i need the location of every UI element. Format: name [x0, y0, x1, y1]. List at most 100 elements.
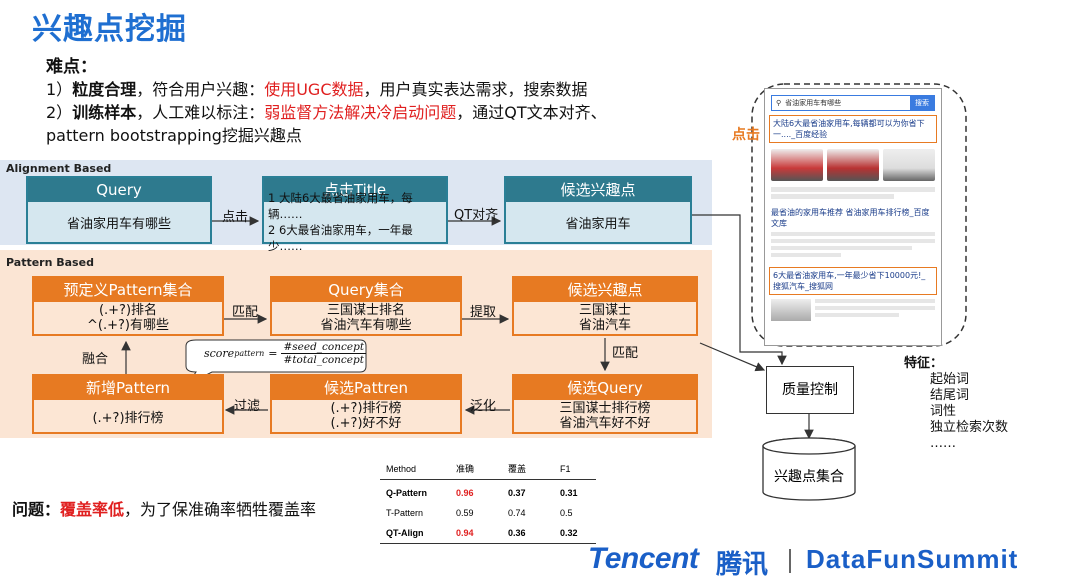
- query-set-header: Query集合: [272, 278, 460, 302]
- line1-bold: 粒度合理: [72, 80, 137, 99]
- line2-num: 2）: [46, 103, 73, 122]
- feature-item: 独立检索次数: [930, 420, 1009, 435]
- line1-red: 使用UGC数据: [264, 80, 364, 99]
- pattern-candidate-item: 三国谋士: [578, 303, 631, 318]
- alignment-label: Alignment Based: [6, 162, 112, 175]
- datafun-summit-logo: DataFunSummit: [806, 544, 1019, 574]
- table-cell: 0.74: [508, 508, 526, 518]
- query-set-item: 省油汽车有哪些: [320, 318, 412, 333]
- candidate-query-body: 三国谋士排行榜 省油汽车好不好: [514, 400, 696, 432]
- table-header: F1: [554, 458, 596, 480]
- candidate-query-item: 三国谋士排行榜: [559, 401, 651, 416]
- predefined-pattern-header: 预定义Pattern集合: [34, 278, 222, 302]
- problem-red: 覆盖率低: [60, 500, 125, 519]
- match-label: 匹配: [232, 305, 259, 320]
- candidate-query-item: 省油汽车好不好: [559, 416, 651, 431]
- pattern-candidate-box: 候选兴趣点 三国谋士 省油汽车: [512, 276, 698, 336]
- line1-plain: ，符合用户兴趣：: [136, 80, 265, 99]
- problem-rest: ，为了保准确率牺牲覆盖率: [124, 500, 317, 519]
- table-header-row: Method 准确 覆盖 F1: [380, 458, 596, 480]
- table-cell: 0.37: [508, 488, 526, 498]
- pattern-candidate-header: 候选兴趣点: [514, 278, 696, 302]
- candidate-pattern-item: (.+?)排行榜: [330, 401, 402, 416]
- search-text: 省油家用车有哪些: [785, 99, 842, 107]
- difficulty-heading: 难点：: [46, 57, 97, 77]
- table-header: 覆盖: [502, 458, 554, 480]
- car-image: [827, 149, 879, 181]
- new-pattern-body: (.+?)排行榜: [34, 400, 222, 432]
- line2-plain: ，人工难以标注：: [136, 103, 265, 122]
- query-box: Query 省油家用车有哪些: [26, 176, 212, 244]
- line2-rest: ，通过QT文本对齐、: [456, 103, 607, 122]
- candidate-query-box: 候选Query 三国谋士排行榜 省油汽车好不好: [512, 374, 698, 434]
- result-3-preview: [771, 299, 935, 321]
- table-row: QT-Align 0.94 0.36 0.32: [380, 523, 596, 544]
- page-title: 兴趣点挖掘: [32, 12, 187, 47]
- table-cell: 0.32: [554, 523, 596, 544]
- problem-label: 问题：: [12, 500, 61, 519]
- table-header: Method: [380, 458, 450, 480]
- formula-sub: pattern: [234, 349, 265, 358]
- search-result-1[interactable]: 大陆6大最省油家用车,每辆都可以为你省下一...._百度经验: [769, 115, 937, 143]
- query-set-body: 三国谋士排名 省油汽车有哪些: [272, 302, 460, 334]
- table-cell: Q-Pattern: [386, 488, 428, 498]
- fuse-label: 融合: [82, 352, 109, 367]
- query-set-box: Query集合 三国谋士排名 省油汽车有哪些: [270, 276, 462, 336]
- snippet-line: [815, 306, 935, 310]
- formula-denominator: #total_concept: [283, 354, 364, 366]
- difficulty-line-3: pattern bootstrapping挖掘兴趣点: [46, 126, 302, 145]
- align-candidate-header: 候选兴趣点: [506, 178, 690, 202]
- snippet-line: [815, 299, 935, 303]
- formula-lhs: score: [204, 347, 235, 360]
- feature-item: ……: [930, 436, 956, 451]
- filter-label: 过滤: [234, 399, 261, 414]
- table-cell: 0.59: [456, 508, 474, 518]
- car-image: [771, 299, 811, 321]
- pattern-candidate-item: 省油汽车: [578, 318, 631, 333]
- difficulty-line-1: 1）粒度合理，符合用户兴趣：使用UGC数据，用户真实表达需求，搜索数据: [46, 76, 588, 100]
- table-cell: 0.94: [450, 523, 502, 544]
- candidate-pattern-body: (.+?)排行榜 (.+?)好不好: [272, 400, 460, 432]
- snippet-line: [771, 194, 895, 199]
- align-candidate-box: 候选兴趣点 省油家用车: [504, 176, 692, 244]
- table-cell: 0.31: [560, 488, 578, 498]
- snippet-line: [771, 253, 842, 257]
- table-cell: QT-Align: [380, 523, 450, 544]
- search-button[interactable]: 搜索: [910, 96, 934, 110]
- features-list: 起始词 结尾词 词性 独立检索次数 ……: [930, 372, 1008, 452]
- query-header: Query: [28, 178, 210, 202]
- line1-num: 1）: [46, 80, 73, 99]
- click-title-box: 点击Title 1 大陆6大最省油家用车，每辆…… 2 6大最省油家用车，一年最…: [262, 176, 448, 253]
- formula-fraction: #seed_concept #total_concept: [281, 341, 367, 366]
- snippet-line: [771, 232, 935, 236]
- query-set-item: 三国谋士排名: [326, 303, 405, 318]
- line1-rest: ，用户真实表达需求，搜索数据: [363, 80, 588, 99]
- new-pattern-header: 新增Pattern: [34, 376, 222, 400]
- pattern-item: (.+?)排名: [98, 303, 158, 318]
- candidate-query-header: 候选Query: [514, 376, 696, 400]
- search-result-3[interactable]: 6大最省油家用车,一年最少省下10000元!_搜狐汽车_搜狐网: [769, 267, 937, 295]
- candidate-pattern-item: (.+?)好不好: [330, 416, 402, 431]
- extract-label: 提取: [470, 305, 497, 320]
- feature-item: 词性: [930, 404, 957, 419]
- results-table: Method 准确 覆盖 F1 Q-Pattern 0.96 0.37 0.31…: [380, 458, 596, 544]
- features-heading: 特征：: [904, 356, 944, 371]
- car-image: [771, 149, 823, 181]
- align-candidate-body: 省油家用车: [506, 202, 690, 242]
- pattern-candidate-body: 三国谋士 省油汽车: [514, 302, 696, 334]
- qt-align-label: QT对齐: [454, 208, 499, 223]
- table-cell: 0.96: [456, 488, 474, 498]
- search-result-2[interactable]: 最省油的家用车推荐 省油家用车排行榜_百度文库: [771, 208, 930, 228]
- snippet-block: [815, 299, 935, 321]
- poi-set-label: 兴趣点集合: [774, 469, 844, 485]
- car-images: [771, 149, 935, 181]
- table-header: 准确: [450, 458, 502, 480]
- search-bar[interactable]: ⚲ 省油家用车有哪些 搜索: [771, 95, 935, 111]
- click-title-header: 点击Title: [264, 178, 446, 202]
- search-icon: ⚲: [776, 99, 782, 107]
- predefined-pattern-box: 预定义Pattern集合 (.+?)排名 ^(.+?)有哪些: [32, 276, 224, 336]
- table-row: Q-Pattern 0.96 0.37 0.31: [380, 480, 596, 504]
- table-cell: 0.36: [502, 523, 554, 544]
